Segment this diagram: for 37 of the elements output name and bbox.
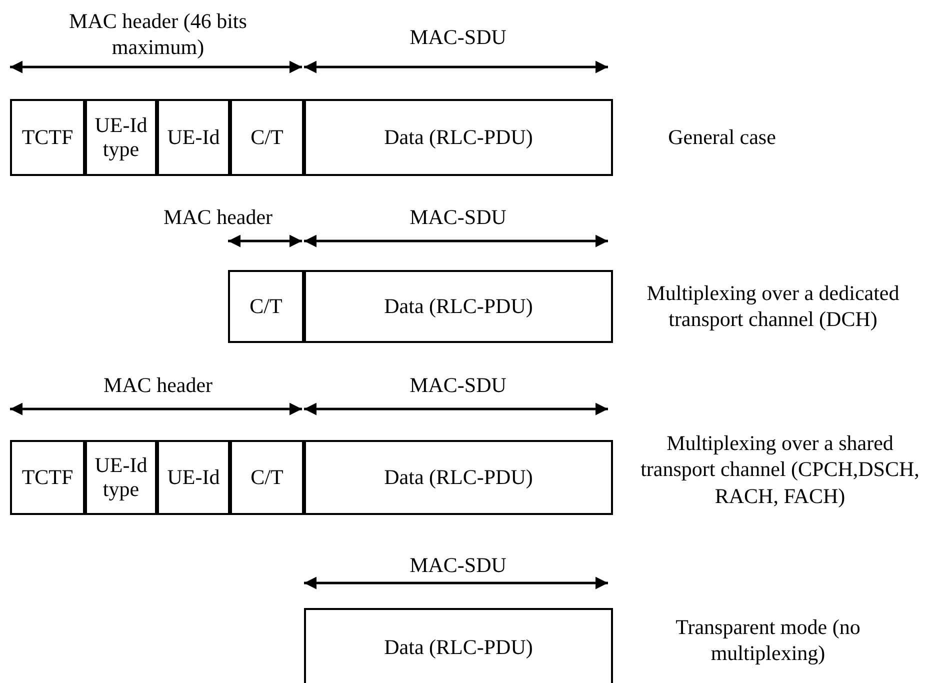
span-label: MAC-SDU: [408, 24, 508, 50]
field-name: TCTF: [22, 466, 74, 490]
field-cell: [304, 99, 613, 176]
span-label: MAC header (46 bits maximum): [68, 8, 248, 60]
field-cell: [228, 270, 304, 343]
field-name: Data (RLC-PDU): [384, 636, 533, 660]
field-name: Data (RLC-PDU): [384, 466, 533, 490]
field-cell: [85, 440, 157, 515]
span-label: MAC header: [102, 372, 214, 398]
case-label: Transparent mode (no multiplexing): [674, 614, 862, 666]
span-label: MAC-SDU: [408, 552, 508, 578]
field-cell: [304, 608, 613, 683]
field-cell: [230, 440, 304, 515]
field-name: C/T: [250, 294, 282, 318]
span-label: MAC header: [162, 204, 274, 230]
field-name: UE-Id type: [94, 454, 148, 501]
field-cell: [304, 440, 613, 515]
field-cell: [85, 99, 157, 176]
field-name: C/T: [250, 466, 284, 490]
field-name: UE-Id: [167, 466, 220, 490]
case-label: General case: [667, 124, 777, 150]
field-cell: [230, 99, 304, 176]
field-name: UE-Id: [167, 126, 220, 150]
field-cell: [157, 99, 230, 176]
field-name: C/T: [250, 126, 284, 150]
field-name: UE-Id type: [94, 114, 148, 161]
case-label: Multiplexing over a dedicated transport channel (DCH): [646, 280, 900, 332]
case-label: Multiplexing over a shared transport channel (CPCH,DSCH, RACH, FACH): [640, 430, 920, 509]
field-cell: [10, 99, 85, 176]
span-label: MAC-SDU: [408, 372, 508, 398]
span-label: MAC-SDU: [408, 204, 508, 230]
field-name: Data (RLC-PDU): [384, 126, 533, 150]
field-cell: [304, 270, 613, 343]
field-cell: [10, 440, 85, 515]
field-name: Data (RLC-PDU): [384, 294, 533, 318]
field-cell: [157, 440, 230, 515]
field-name: TCTF: [22, 126, 74, 150]
